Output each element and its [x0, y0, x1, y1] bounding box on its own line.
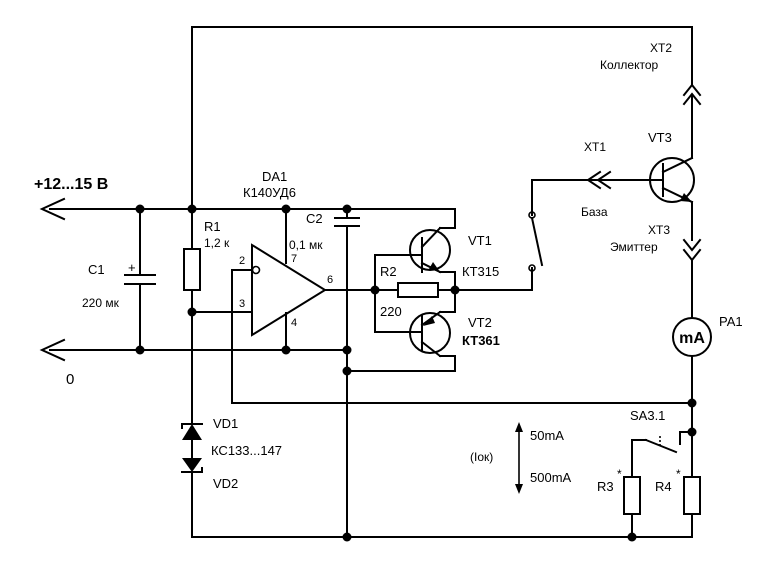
junction-dot	[370, 285, 380, 295]
ground-terminal-arrow	[39, 338, 66, 362]
capacitor-c1	[124, 274, 156, 285]
junction-dot	[342, 366, 352, 376]
junction-dot	[450, 285, 460, 295]
label-pin4: 4	[291, 317, 297, 329]
label-supply: +12...15 В	[34, 176, 108, 193]
label-r3-star: *	[617, 467, 622, 481]
label-meter-unit: mA	[679, 330, 705, 347]
label-r2-value: 220	[380, 304, 402, 319]
junctions	[135, 204, 697, 542]
label-range-hi: 50mA	[530, 428, 564, 443]
label-ground: 0	[66, 371, 74, 388]
junction-dot	[627, 532, 637, 542]
label-c2-value: 0,1 мк	[289, 238, 323, 252]
label-xt3-name: Эмиттер	[610, 240, 658, 254]
label-pa1-ref: PA1	[719, 314, 743, 329]
labels: +12...15 В 0 C1 + 220 мк R1 1,2 к DA1 К1…	[34, 41, 743, 494]
junction-dot	[687, 427, 697, 437]
junction-dot	[135, 345, 145, 355]
inverting-input-marker	[251, 265, 261, 275]
label-xt1-name: База	[581, 205, 608, 219]
wire-vd-bottom	[191, 471, 633, 538]
wire-switch-left	[631, 439, 647, 478]
switch-sa3	[644, 436, 678, 454]
label-da1-ref: DA1	[262, 169, 287, 184]
socket-xt3	[682, 238, 702, 262]
label-da1-type: К140УД6	[243, 185, 296, 200]
junction-dot	[281, 204, 291, 214]
label-xt2-name: Коллектор	[600, 58, 658, 72]
resistor-r1	[183, 248, 201, 291]
range-arrow	[515, 422, 523, 494]
label-range-lo: 500mA	[530, 470, 572, 485]
label-vt3-ref: VT3	[648, 130, 672, 145]
label-vd-type: КС133...147	[211, 443, 282, 458]
label-vt2-type: КТ361	[462, 333, 500, 348]
junction-dot	[342, 204, 352, 214]
resistor-r3	[623, 476, 641, 515]
label-c1-plus: +	[128, 260, 136, 275]
label-xt2-ref: XT2	[650, 41, 672, 55]
resistor-r4	[683, 476, 701, 515]
junction-dot	[187, 204, 197, 214]
junction-dot	[342, 345, 352, 355]
label-r1-value: 1,2 к	[204, 236, 230, 250]
label-c1-value: 220 мк	[82, 296, 120, 310]
opamp-da1	[251, 243, 327, 337]
wires	[49, 26, 693, 538]
label-vt1-type: КТ315	[462, 264, 499, 279]
transistor-vt2	[409, 310, 451, 358]
wire-pin2-feedback	[231, 269, 693, 404]
label-range-name: (Iок)	[470, 450, 493, 464]
wire-vt2-collector	[346, 355, 456, 372]
label-pin6: 6	[327, 274, 333, 286]
junction-dot	[135, 204, 145, 214]
wire-link-jumper	[528, 211, 544, 272]
junction-dot	[342, 532, 352, 542]
label-sa3-ref: SA3.1	[630, 408, 665, 423]
supply-terminal-arrow	[39, 197, 66, 221]
label-vt2-ref: VT2	[468, 315, 492, 330]
label-r4-ref: R4	[655, 479, 672, 494]
junction-dot	[687, 398, 697, 408]
label-pin7: 7	[291, 253, 297, 265]
label-r3-ref: R3	[597, 479, 614, 494]
capacitor-c2	[334, 217, 360, 227]
wire-top-rail	[191, 26, 693, 210]
transistor-vt3	[649, 156, 695, 204]
wire-link-top	[531, 179, 601, 216]
label-xt3-ref: XT3	[648, 223, 670, 237]
label-c2-ref: C2	[306, 211, 323, 226]
zener-vd2	[181, 458, 203, 473]
label-pin2: 2	[239, 255, 245, 267]
wire-to-link	[454, 267, 533, 291]
label-r1-ref: R1	[204, 219, 221, 234]
zener-vd1	[181, 423, 203, 440]
ammeter-pa1	[672, 317, 712, 357]
label-r4-star: *	[676, 467, 681, 481]
label-pin3: 3	[239, 298, 245, 310]
label-xt1-ref: XT1	[584, 140, 606, 154]
label-c1-ref: C1	[88, 262, 105, 277]
transistor-vt1	[409, 226, 451, 274]
junction-dot	[281, 345, 291, 355]
label-vd2-ref: VD2	[213, 476, 238, 491]
label-vd1-ref: VD1	[213, 416, 238, 431]
junction-dot	[187, 307, 197, 317]
wire-vt1-collector	[439, 208, 456, 229]
socket-xt1	[586, 170, 631, 190]
resistor-r2	[397, 282, 439, 298]
label-vt1-ref: VT1	[468, 233, 492, 248]
socket-xt2	[682, 83, 702, 106]
label-r2-ref: R2	[380, 264, 397, 279]
